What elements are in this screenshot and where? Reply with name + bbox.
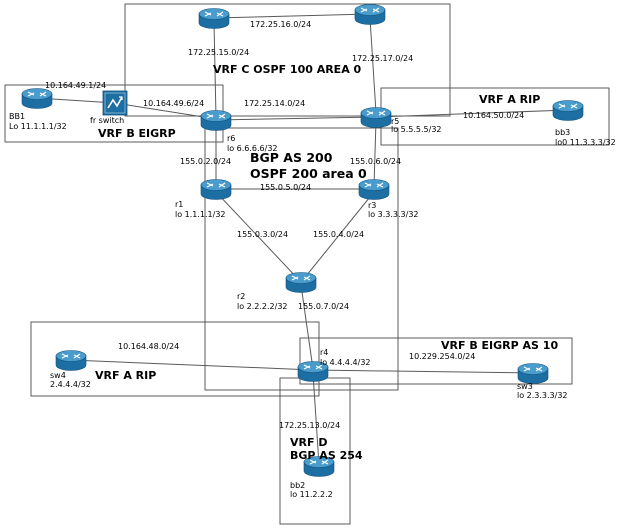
subnet-label: 172.25.17.0/24 bbox=[352, 54, 413, 63]
bgp-as-200-box bbox=[204, 127, 399, 391]
device-name-sw3: sw3 bbox=[517, 382, 533, 391]
device-lo-r3: lo 3.3.3.3/32 bbox=[368, 210, 419, 219]
link-top-left-top-right bbox=[213, 13, 371, 19]
link-r3-r2 bbox=[301, 191, 375, 282]
vrf-a-rip-right-title: VRF A RIP bbox=[479, 93, 540, 106]
device-name-sw4: sw4 bbox=[50, 371, 66, 380]
router-icon[interactable] bbox=[360, 106, 392, 129]
device-lo-bb1: Lo 11.1.1.1/32 bbox=[9, 122, 67, 131]
subnet-label: 155.0.4.0/24 bbox=[313, 230, 364, 239]
subnet-label: 155.0.3.0/24 bbox=[237, 230, 288, 239]
device-lo-r2: lo 2.2.2.2/32 bbox=[237, 302, 288, 311]
device-name-bb3: bb3 bbox=[555, 128, 570, 137]
device-lo-r5: lo 5.5.5.5/32 bbox=[391, 125, 442, 134]
subnet-label: 155.0.7.0/24 bbox=[298, 302, 349, 311]
router-icon[interactable] bbox=[21, 87, 53, 110]
device-lo-r1: lo 1.1.1.1/32 bbox=[175, 210, 226, 219]
subnet-label: 10.164.49.1/24 bbox=[45, 81, 106, 90]
device-lo-r4: lo 4.4.4.4/32 bbox=[320, 358, 371, 367]
link-sw4-r4 bbox=[70, 359, 314, 371]
link-r5-bb3 bbox=[375, 109, 569, 118]
link-r1-r2 bbox=[215, 191, 301, 282]
device-lo-bb2: lo 11.2.2.2 bbox=[290, 490, 333, 499]
link-r6-r5 bbox=[215, 116, 377, 121]
device-name-r5: r5 bbox=[391, 117, 399, 126]
subnet-label: 10.164.50.0/24 bbox=[463, 111, 524, 120]
router-icon[interactable] bbox=[552, 99, 584, 122]
device-name-bb2: bb2 bbox=[290, 481, 305, 490]
vrf-b-eigrp-right-title: VRF B EIGRP AS 10 bbox=[441, 339, 558, 352]
vrf-d-title-line2: BGP AS 254 bbox=[290, 449, 363, 462]
subnet-label: 155.0.6.0/24 bbox=[350, 157, 401, 166]
vrf-c-area-box bbox=[124, 3, 451, 117]
device-lo-r6: lo 6.6.6.6/32 bbox=[227, 144, 278, 153]
link-r2-r4 bbox=[300, 284, 314, 370]
bgp-title-line1: BGP AS 200 bbox=[250, 150, 333, 165]
link-top-left-r6 bbox=[213, 21, 217, 119]
router-icon[interactable] bbox=[55, 349, 87, 372]
vrf-d-title-line1: VRF D bbox=[290, 436, 327, 449]
link-r5-r3 bbox=[373, 119, 377, 188]
link-top-right-r5 bbox=[369, 17, 377, 114]
vrf-b-eigrp-right-box bbox=[299, 337, 573, 385]
subnet-label: 172.25.13.0/24 bbox=[279, 421, 340, 430]
link-r4-sw3 bbox=[312, 369, 534, 374]
device-name-r2: r2 bbox=[237, 292, 245, 301]
router-icon[interactable] bbox=[200, 178, 232, 201]
vrf-a-rip-left-box bbox=[30, 321, 320, 397]
subnet-label: 172.25.14.0/24 bbox=[244, 99, 305, 108]
link-frswitch-r6 bbox=[114, 102, 217, 120]
device-name-r6: r6 bbox=[227, 134, 235, 143]
subnet-label: 155.0.5.0/24 bbox=[260, 183, 311, 192]
router-icon[interactable] bbox=[198, 7, 230, 30]
device-lo-bb3: lo0 11.3.3.3/32 bbox=[555, 138, 616, 147]
subnet-label: 155.0.2.0/24 bbox=[180, 157, 231, 166]
link-r4-bb2 bbox=[312, 372, 320, 466]
vrf-a-rip-left-title: VRF A RIP bbox=[95, 369, 156, 382]
bgp-title-line2: OSPF 200 area 0 bbox=[250, 166, 367, 181]
device-name-fr-switch: fr switch bbox=[90, 116, 124, 125]
subnet-label: 172.25.16.0/24 bbox=[250, 20, 311, 29]
router-icon[interactable] bbox=[517, 362, 549, 385]
subnet-label: 10.164.49.6/24 bbox=[143, 99, 204, 108]
subnet-label: 172.25.15.0/24 bbox=[188, 48, 249, 57]
subnet-label: 10.164.48.0/24 bbox=[118, 342, 179, 351]
router-icon[interactable] bbox=[285, 271, 317, 294]
frame-relay-switch-icon[interactable] bbox=[102, 90, 128, 116]
device-lo-sw3: lo 2.3.3.3/32 bbox=[517, 391, 568, 400]
router-icon[interactable] bbox=[354, 3, 386, 26]
router-icon[interactable] bbox=[200, 109, 232, 132]
device-name-r4: r4 bbox=[320, 348, 328, 357]
device-name-r1: r1 bbox=[175, 200, 183, 209]
router-icon[interactable] bbox=[358, 178, 390, 201]
vrf-b-eigrp-left-title: VRF B EIGRP bbox=[98, 127, 176, 140]
device-name-r3: r3 bbox=[368, 201, 376, 210]
device-lo-sw4: 2.4.4.4/32 bbox=[50, 380, 91, 389]
subnet-label: 10.229.254.0/24 bbox=[409, 352, 475, 361]
vrf-c-title: VRF C OSPF 100 AREA 0 bbox=[213, 63, 362, 76]
device-name-bb1: BB1 bbox=[9, 112, 25, 121]
